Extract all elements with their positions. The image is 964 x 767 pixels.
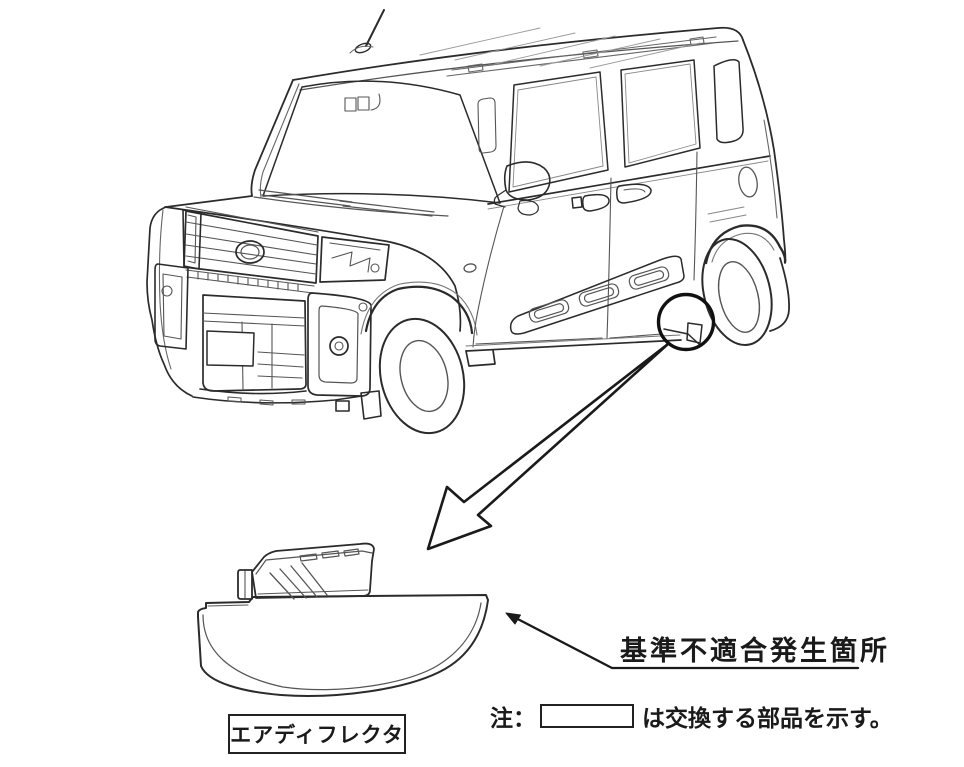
- license-plate-blank: [206, 330, 255, 367]
- vehicle-line-drawing: [146, 9, 790, 435]
- leader-arrow: [505, 612, 860, 670]
- front-mud-guard: [360, 390, 382, 420]
- bumper-center-intake: [202, 294, 307, 392]
- tow-hook-cover: [335, 400, 350, 412]
- fog-bezel-left: [154, 263, 189, 350]
- hood: [146, 195, 462, 397]
- side-windows: [477, 59, 744, 193]
- a-pillar-vent-window: [477, 97, 497, 154]
- door-handles: [571, 183, 652, 212]
- air-deflector-drawing: [197, 542, 489, 697]
- pointer-arrow: [426, 342, 670, 551]
- rear-wheel: [701, 224, 787, 347]
- bumper-lower: [192, 388, 363, 412]
- windshield: [262, 80, 501, 204]
- brand-emblem-icon: [235, 240, 265, 264]
- grille-lower-band: [185, 269, 315, 294]
- front-wheel: [360, 281, 478, 435]
- side-mirror: [493, 161, 551, 216]
- nonconformity-caption: 基準不適合発生箇所: [620, 636, 890, 666]
- part-label-text: エアディフレクタ: [230, 723, 404, 747]
- air-deflector-on-vehicle: [663, 322, 703, 346]
- bracket-hatching: [269, 562, 328, 600]
- inspection-circle: [656, 292, 716, 352]
- antenna: [349, 9, 385, 54]
- fuel-lid: [738, 166, 758, 198]
- roof-hatch-lines: [419, 27, 701, 69]
- front-grille: [183, 206, 319, 284]
- rocker-sill: [465, 334, 682, 367]
- replacement-note: 注： は交換する部品を示す。: [490, 699, 893, 733]
- headlight-left: [182, 209, 202, 270]
- rear-quarter: [707, 39, 790, 332]
- replacement-part-legend-box: [540, 704, 634, 728]
- deflector-bracket: [237, 542, 375, 600]
- vehicle-roof: [250, 26, 744, 198]
- quarter-window: [713, 59, 744, 144]
- headlight-right: [319, 236, 390, 283]
- note-suffix: は交換する部品を示す。: [642, 706, 893, 731]
- side-marker: [463, 263, 477, 273]
- door-seams: [472, 151, 698, 348]
- wipers: [253, 189, 449, 217]
- side-garnish: [509, 255, 685, 335]
- part-label-box: エアディフレクタ: [228, 714, 406, 754]
- fog-bezel-right: [307, 292, 372, 397]
- note-prefix: 注：: [490, 706, 536, 731]
